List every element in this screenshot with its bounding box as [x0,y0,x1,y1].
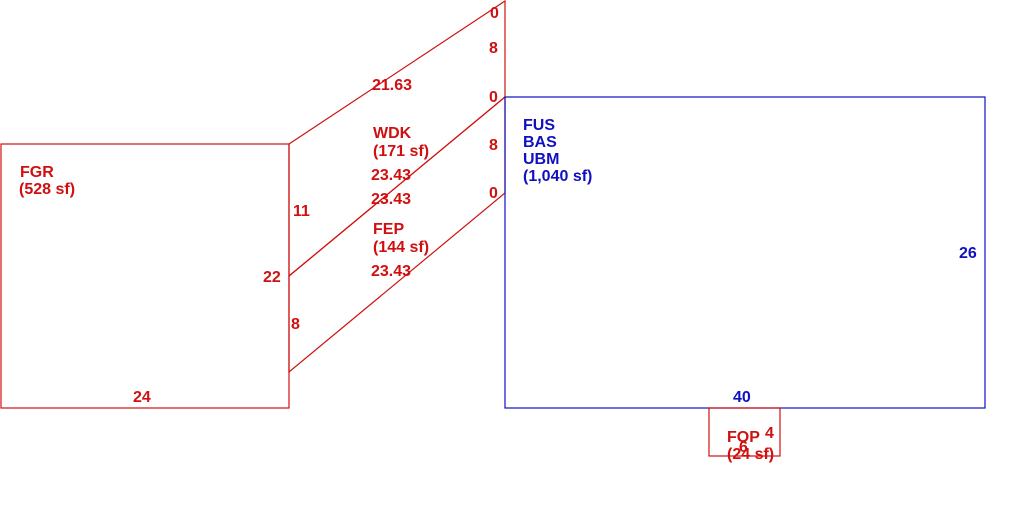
dim-fgr-side-mid: 22 [263,269,281,286]
dim-fgr-side-upper: 11 [293,203,310,220]
dim-main-right: 26 [959,245,977,262]
main-area-label: (1,040 sf) [523,168,592,185]
main-code1-label: FUS [523,117,555,134]
fop-code-label: FOP [727,429,760,446]
dim-fgr-side-lower: 8 [291,316,300,333]
dim-right-8a: 8 [489,40,498,57]
dim-right-0c: 0 [489,185,498,202]
dim-right-0b: 0 [489,89,498,106]
dim-fep-diag: 23.43 [371,263,411,280]
dim-wdk-diag-upper: 23.43 [371,167,411,184]
dim-wdk-diag-lower: 23.43 [371,191,411,208]
fep-area-label: (144 sf) [373,239,429,256]
dim-right-8b: 8 [489,137,498,154]
main-code3-label: UBM [523,151,559,168]
dim-fop-right: 4 [765,425,774,442]
main-code2-label: BAS [523,134,557,151]
fep-code-label: FEP [373,221,404,238]
fop-area-label: (24 sf) [727,446,774,463]
dim-fgr-bottom: 24 [133,389,151,406]
fgr-code-label: FGR [20,164,54,181]
main-house-outline [504,96,986,409]
wdk-area-label: (171 sf) [373,143,429,160]
dim-fop-bottom: 6 [739,439,748,456]
wdk-code-label: WDK [373,125,412,142]
fgr-area-label: (528 sf) [19,181,75,198]
dim-main-bottom: 40 [733,389,751,406]
dim-wdk-top-diag: 21.63 [372,77,412,94]
dim-right-0a: 0 [490,5,499,22]
fop-outline [708,407,781,457]
